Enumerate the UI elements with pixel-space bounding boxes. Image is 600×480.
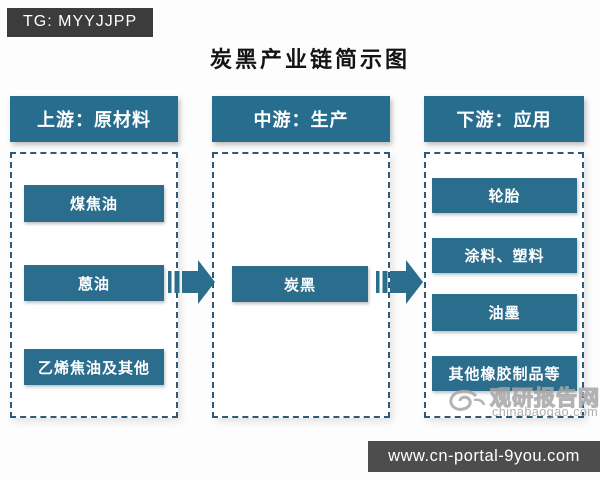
upstream-item-ethylene-tar: 乙烯焦油及其他 <box>24 349 164 385</box>
striped-right-arrow-icon <box>376 258 424 306</box>
page-title: 炭黑产业链简示图 <box>209 47 410 72</box>
footer-url-bar: www.cn-portal-9you.com <box>368 441 600 472</box>
tag-badge: TG: MYYJJPP <box>7 8 154 37</box>
midstream-header: 中游：生产 <box>212 96 390 142</box>
downstream-item-ink: 油墨 <box>432 294 577 331</box>
midstream-item-carbon-black: 炭黑 <box>232 266 368 302</box>
watermark-swirl-icon <box>446 388 486 419</box>
upstream-item-coal-tar: 煤焦油 <box>24 185 164 222</box>
watermark-domain: chinabaogao.com <box>492 405 599 419</box>
downstream-item-other-rubber: 其他橡胶制品等 <box>432 356 577 391</box>
watermark-name: 观研报告网 <box>489 385 600 410</box>
upstream-item-anthracene-oil: 蒽油 <box>24 265 164 301</box>
downstream-item-tires: 轮胎 <box>432 178 577 213</box>
downstream-item-coatings-plastics: 涂料、塑料 <box>432 238 577 273</box>
downstream-header: 下游：应用 <box>424 96 584 142</box>
upstream-header: 上游：原材料 <box>10 96 178 142</box>
striped-right-arrow-icon <box>168 258 216 306</box>
